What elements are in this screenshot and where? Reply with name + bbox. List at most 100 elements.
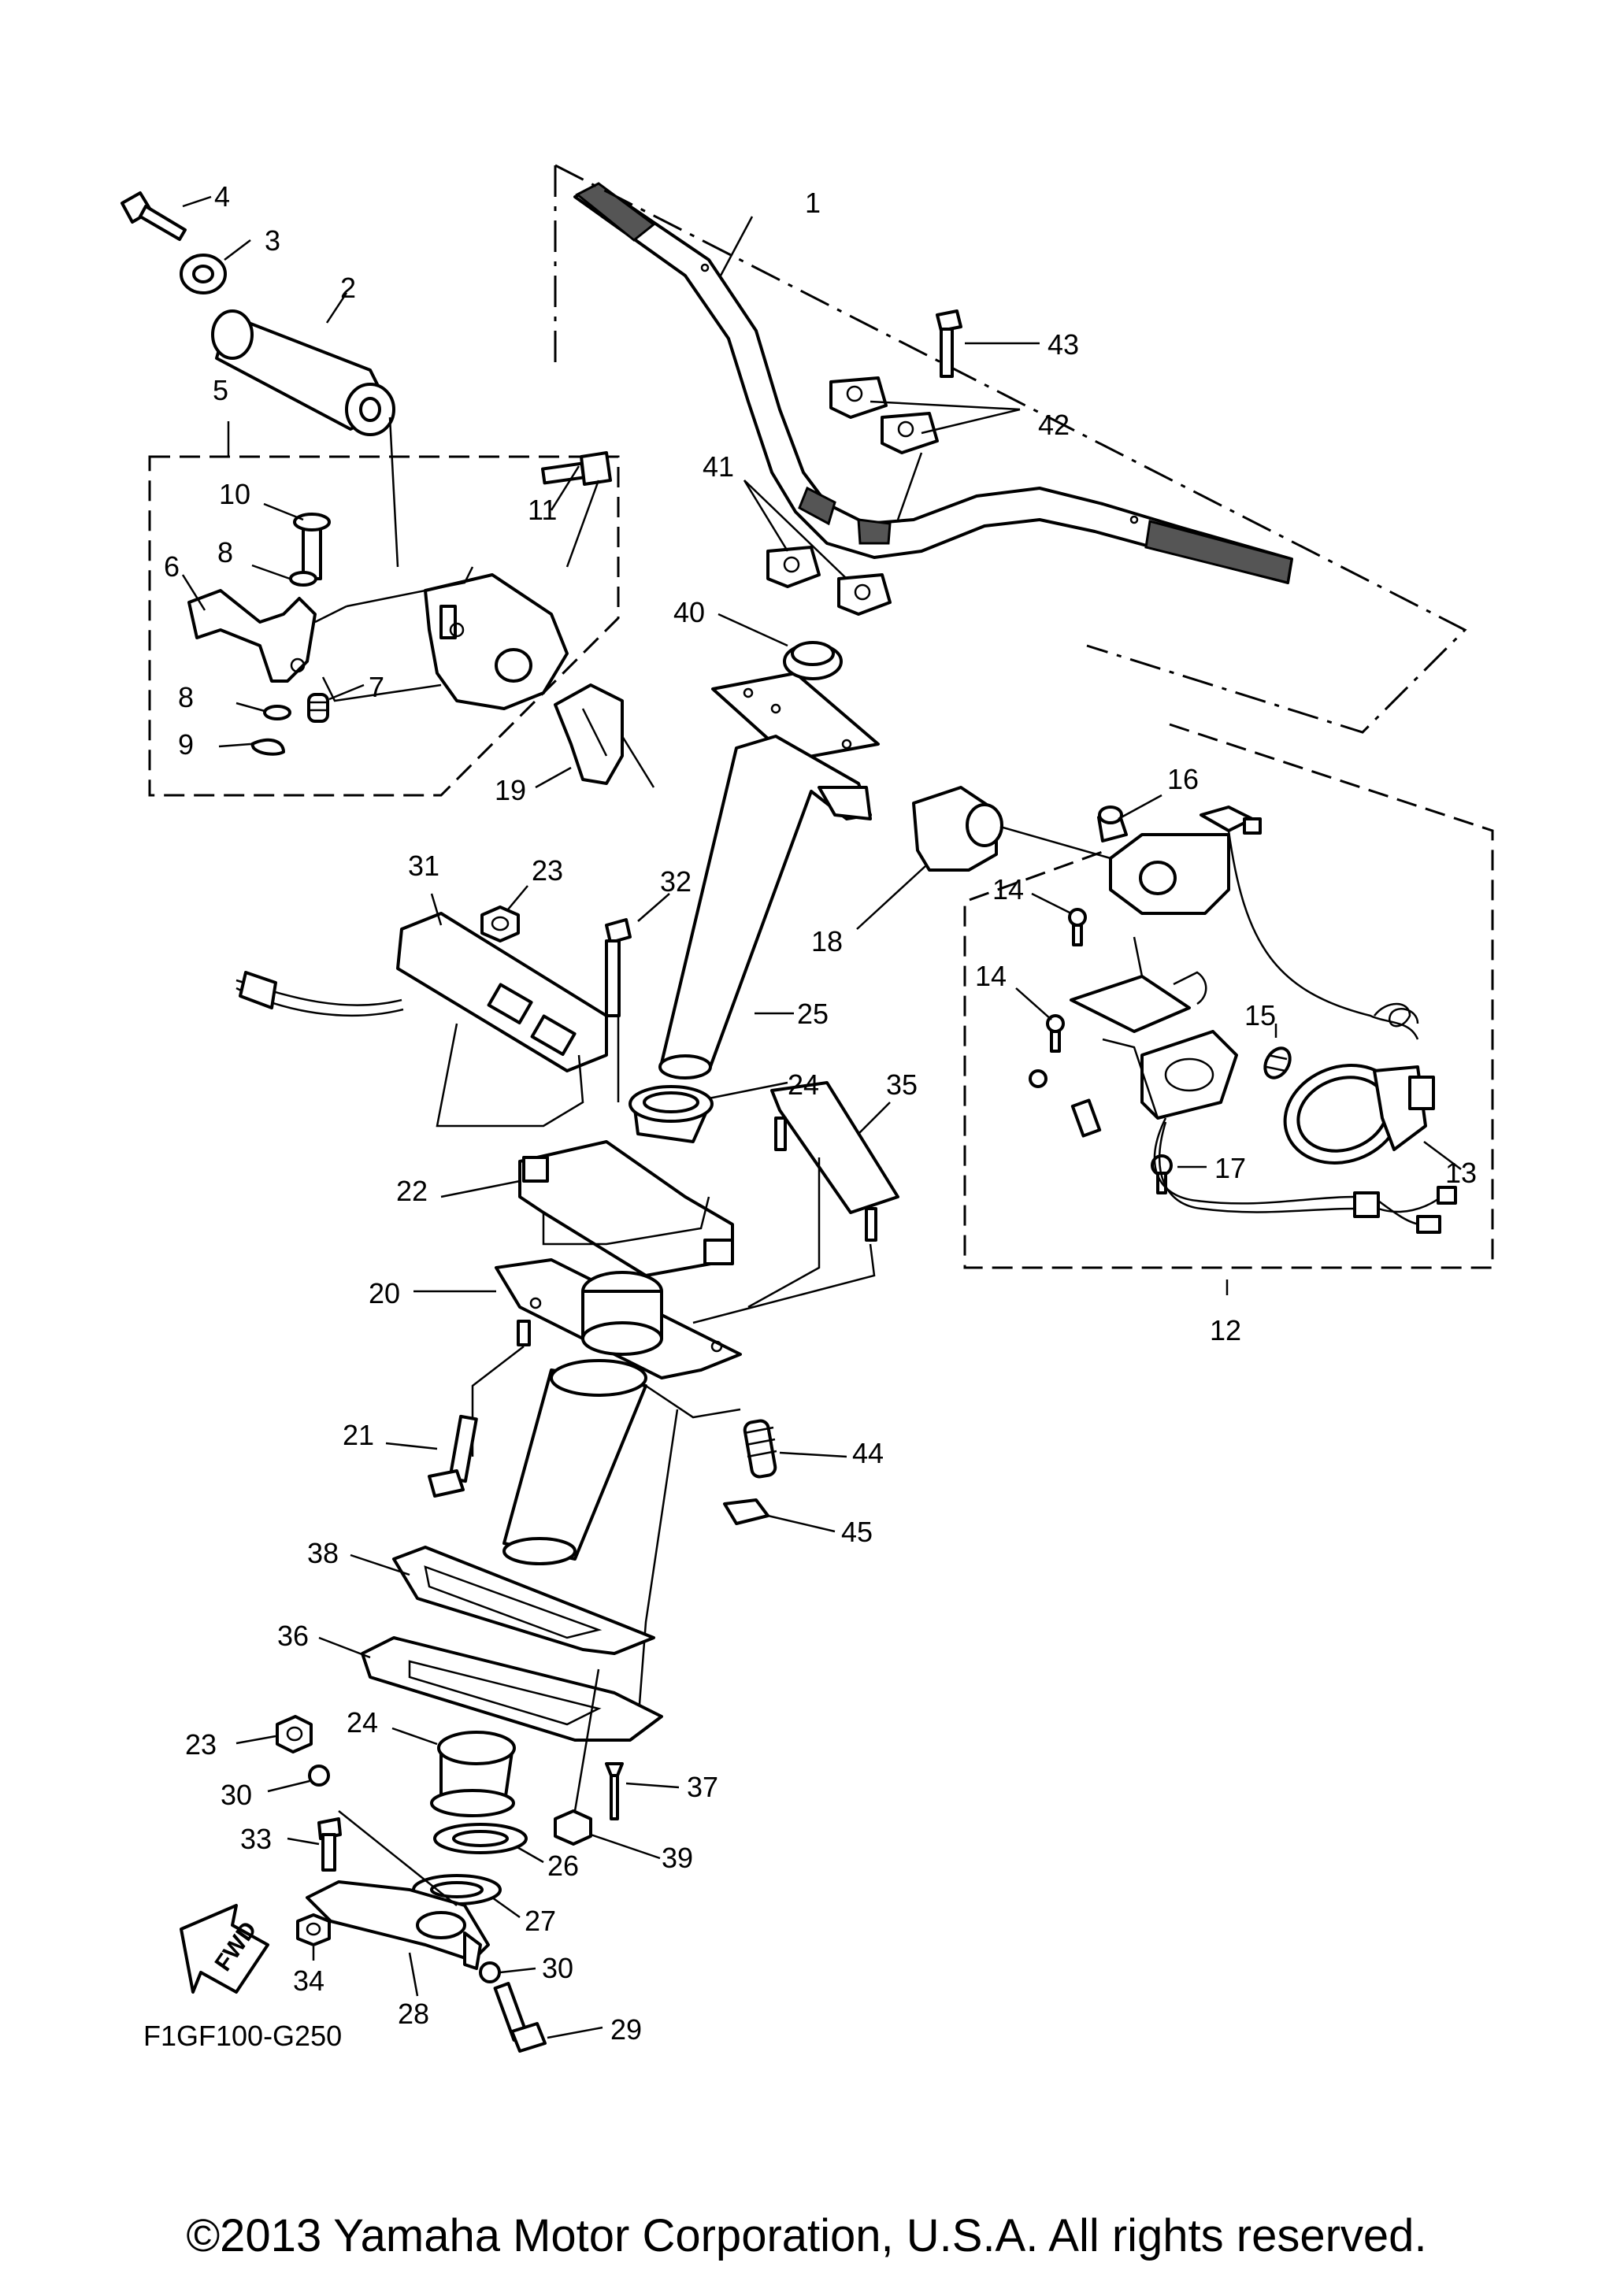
diagram-code: F1GF100-G250 bbox=[143, 2020, 342, 2052]
callout-2: 2 bbox=[340, 272, 356, 304]
callout-19: 19 bbox=[495, 774, 526, 806]
steering-column-25 bbox=[658, 735, 872, 1079]
callout-38: 38 bbox=[307, 1537, 339, 1569]
bolt-4 bbox=[121, 191, 187, 241]
button-16 bbox=[1097, 805, 1128, 842]
callout-5: 5 bbox=[213, 374, 228, 406]
handlebar bbox=[573, 182, 1293, 584]
handlebar-clamp-upper bbox=[829, 376, 939, 454]
copyright-notice: ©2013 Yamaha Motor Corporation, U.S.A. A… bbox=[186, 2210, 1427, 2261]
column-lower-tube bbox=[502, 1359, 647, 1565]
bolt-43 bbox=[936, 309, 962, 378]
handlebar-holder-31 bbox=[235, 912, 608, 1072]
callout-3: 3 bbox=[265, 224, 280, 257]
callout-13: 13 bbox=[1445, 1157, 1477, 1189]
bushing-24-upper bbox=[629, 1085, 714, 1143]
callout-14-upper: 14 bbox=[992, 873, 1024, 905]
bolt-21 bbox=[428, 1414, 478, 1498]
nut-34 bbox=[296, 1913, 331, 1946]
callout-23-lower: 23 bbox=[185, 1728, 217, 1761]
callout-11: 11 bbox=[528, 494, 557, 526]
spring-15 bbox=[1263, 1046, 1292, 1079]
cable-clamp-ring bbox=[1029, 1069, 1048, 1088]
callout-28: 28 bbox=[398, 1998, 429, 2030]
clip-9 bbox=[250, 738, 285, 756]
switch-cable bbox=[1227, 830, 1419, 1040]
bolt-11 bbox=[540, 451, 612, 486]
callout-9: 9 bbox=[178, 728, 194, 761]
handlebar-guide-line bbox=[554, 164, 1467, 734]
washer-30-upper bbox=[308, 1765, 330, 1787]
washer-26 bbox=[433, 1823, 528, 1854]
callout-17: 17 bbox=[1214, 1152, 1246, 1184]
callout-30-upper: 30 bbox=[221, 1779, 252, 1811]
spring-7 bbox=[307, 693, 329, 723]
throttle-lever-18 bbox=[912, 786, 1003, 872]
callout-1: 1 bbox=[805, 187, 821, 219]
callout-26: 26 bbox=[547, 1850, 579, 1882]
callout-45: 45 bbox=[841, 1516, 873, 1548]
callout-16: 16 bbox=[1167, 763, 1199, 795]
callout-6: 6 bbox=[164, 550, 180, 583]
callout-4: 4 bbox=[214, 180, 230, 213]
nut-39 bbox=[554, 1809, 592, 1846]
callout-10: 10 bbox=[219, 478, 250, 510]
boot-44 bbox=[743, 1419, 777, 1479]
callout-14-lower: 14 bbox=[975, 960, 1007, 992]
callout-39: 39 bbox=[662, 1842, 693, 1874]
lever-assembly-box bbox=[148, 455, 620, 797]
lanyard-clip-13 bbox=[1283, 1064, 1435, 1165]
callout-25: 25 bbox=[797, 998, 829, 1030]
washer-30-lower bbox=[479, 1961, 501, 1983]
base-plate-20 bbox=[495, 1258, 742, 1379]
gasket-36 bbox=[361, 1636, 663, 1742]
screw-14-upper bbox=[1068, 908, 1087, 946]
pin-37 bbox=[605, 1762, 624, 1820]
callout-23-upper: 23 bbox=[532, 854, 563, 887]
nut-23-lower bbox=[276, 1715, 313, 1753]
callout-8-lower: 8 bbox=[178, 681, 194, 713]
damper-40 bbox=[783, 641, 843, 680]
column-top-plate bbox=[711, 672, 880, 761]
callout-34: 34 bbox=[293, 1965, 324, 1997]
callout-33: 33 bbox=[240, 1823, 272, 1855]
callout-7: 7 bbox=[369, 671, 384, 703]
callout-36: 36 bbox=[277, 1620, 309, 1652]
callout-18: 18 bbox=[811, 925, 843, 957]
washer-8-upper bbox=[289, 571, 317, 587]
lever-bracket bbox=[424, 573, 569, 710]
plate-35 bbox=[770, 1081, 899, 1242]
callout-8-upper: 8 bbox=[217, 536, 233, 568]
switch-body bbox=[1070, 971, 1238, 1138]
washer-8-lower bbox=[263, 705, 291, 720]
steering-arm-28 bbox=[306, 1880, 490, 1970]
lever-6 bbox=[187, 589, 317, 683]
gasket-38 bbox=[392, 1546, 655, 1655]
callout-31: 31 bbox=[408, 850, 439, 882]
callout-20: 20 bbox=[369, 1277, 400, 1309]
washer-3 bbox=[180, 254, 227, 294]
nut-23-upper bbox=[480, 905, 520, 942]
switch-assembly-box bbox=[963, 723, 1494, 1269]
callout-24-lower: 24 bbox=[347, 1706, 378, 1739]
switch-housing-upper bbox=[1109, 805, 1262, 915]
bolt-33 bbox=[317, 1817, 342, 1872]
callout-29: 29 bbox=[610, 2013, 642, 2046]
callout-42: 42 bbox=[1038, 409, 1070, 441]
callout-35: 35 bbox=[886, 1068, 918, 1101]
callout-37: 37 bbox=[687, 1771, 718, 1803]
clamp-19 bbox=[554, 683, 624, 785]
clamp-45 bbox=[723, 1498, 769, 1525]
handlebar-clamp-lower bbox=[766, 546, 892, 616]
callout-12: 12 bbox=[1210, 1314, 1241, 1346]
fwd-arrow: FWD bbox=[180, 1904, 269, 1994]
pin-10 bbox=[293, 513, 331, 580]
grip-2 bbox=[211, 309, 395, 436]
callout-40: 40 bbox=[673, 596, 705, 628]
callout-21: 21 bbox=[343, 1419, 374, 1451]
bushing-24-lower bbox=[430, 1731, 516, 1817]
plate-22 bbox=[518, 1140, 734, 1277]
wiring-harness bbox=[1153, 1117, 1457, 1234]
callout-44: 44 bbox=[852, 1437, 884, 1469]
